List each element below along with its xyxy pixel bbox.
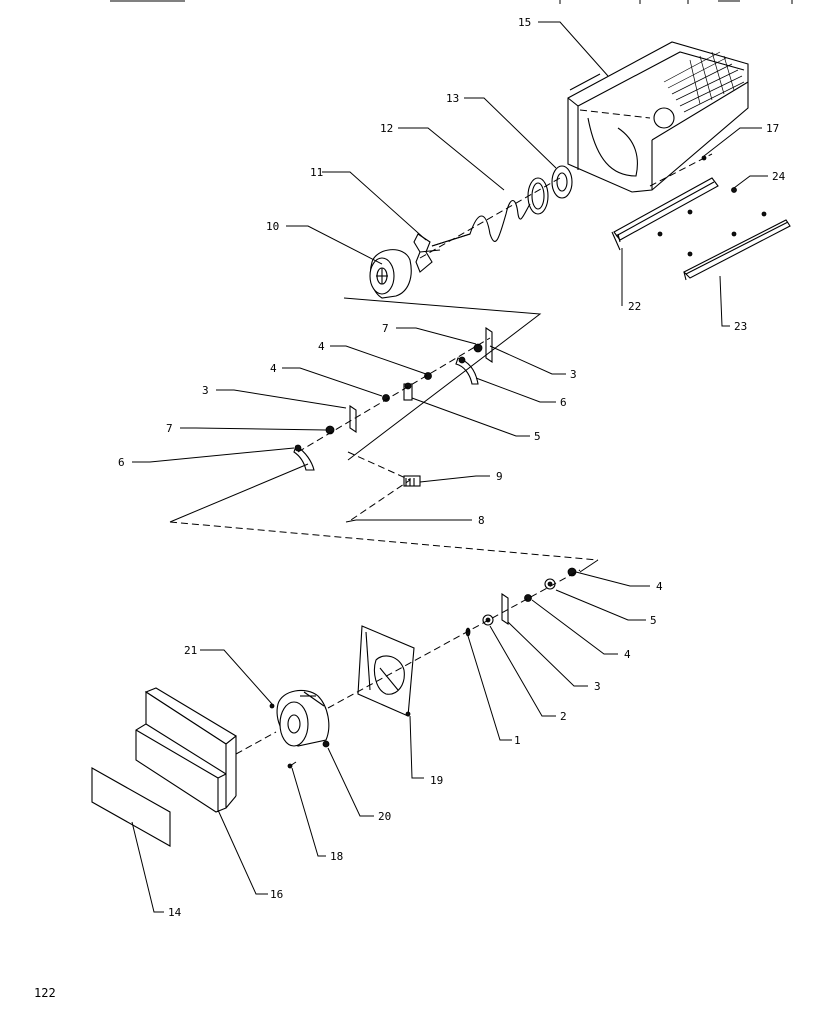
callout-12: 12 xyxy=(380,122,393,135)
callout-6-upper: 6 xyxy=(560,396,567,409)
crusher-lower-parts xyxy=(465,567,577,637)
slide-part-23 xyxy=(683,211,791,281)
callout-19: 19 xyxy=(430,774,443,787)
callout-17: 17 xyxy=(766,122,779,135)
motor-part-20 xyxy=(269,689,330,748)
callout-4-middle: 4 xyxy=(270,362,277,375)
callout-5-upper: 5 xyxy=(534,430,541,443)
ice-bucket-part-15 xyxy=(567,41,749,193)
callout-18: 18 xyxy=(330,850,343,863)
callout-8: 8 xyxy=(478,514,485,527)
page-number: 122 xyxy=(34,986,56,1000)
cover-part-16 xyxy=(135,687,237,813)
slide-part-22 xyxy=(611,177,719,251)
callout-14: 14 xyxy=(168,906,182,919)
leader-lines xyxy=(131,21,768,913)
callout-16: 16 xyxy=(270,888,283,901)
callout-3-middle: 3 xyxy=(202,384,209,397)
bracket-part-19 xyxy=(357,625,415,717)
auger-spring-part-12 xyxy=(431,177,549,247)
impeller-part-10 xyxy=(369,249,412,299)
bearing-part-13 xyxy=(551,165,573,199)
callout-3-lower: 3 xyxy=(594,680,601,693)
callout-4-lower-b: 4 xyxy=(624,648,631,661)
callout-5-lower: 5 xyxy=(650,614,657,627)
crusher-upper-parts xyxy=(293,326,493,523)
callout-23: 23 xyxy=(734,320,747,333)
callout-4-lower-a: 4 xyxy=(656,580,663,593)
callout-21: 21 xyxy=(184,644,197,657)
callout-3-upper: 3 xyxy=(570,368,577,381)
callout-4-upper: 4 xyxy=(318,340,325,353)
callout-10: 10 xyxy=(266,220,279,233)
callout-13: 13 xyxy=(446,92,459,105)
callout-7-middle: 7 xyxy=(166,422,173,435)
callout-labels: 15 13 12 11 10 17 24 22 23 7 4 3 4 3 6 7… xyxy=(118,16,786,919)
callout-24: 24 xyxy=(772,170,786,183)
coupler-part-11 xyxy=(413,233,441,273)
top-edge-marks xyxy=(110,0,793,4)
callout-22: 22 xyxy=(628,300,641,313)
callout-11: 11 xyxy=(310,166,323,179)
panel-part-14 xyxy=(91,767,171,847)
callout-1: 1 xyxy=(514,734,521,747)
callout-20: 20 xyxy=(378,810,391,823)
screw-part-24 xyxy=(731,187,737,193)
callout-15: 15 xyxy=(518,16,531,29)
callout-2: 2 xyxy=(560,710,567,723)
callout-7-upper: 7 xyxy=(382,322,389,335)
callout-6-middle: 6 xyxy=(118,456,125,469)
screw-part-18 xyxy=(287,761,297,769)
callout-9: 9 xyxy=(496,470,503,483)
assembly-centerlines xyxy=(169,109,651,755)
